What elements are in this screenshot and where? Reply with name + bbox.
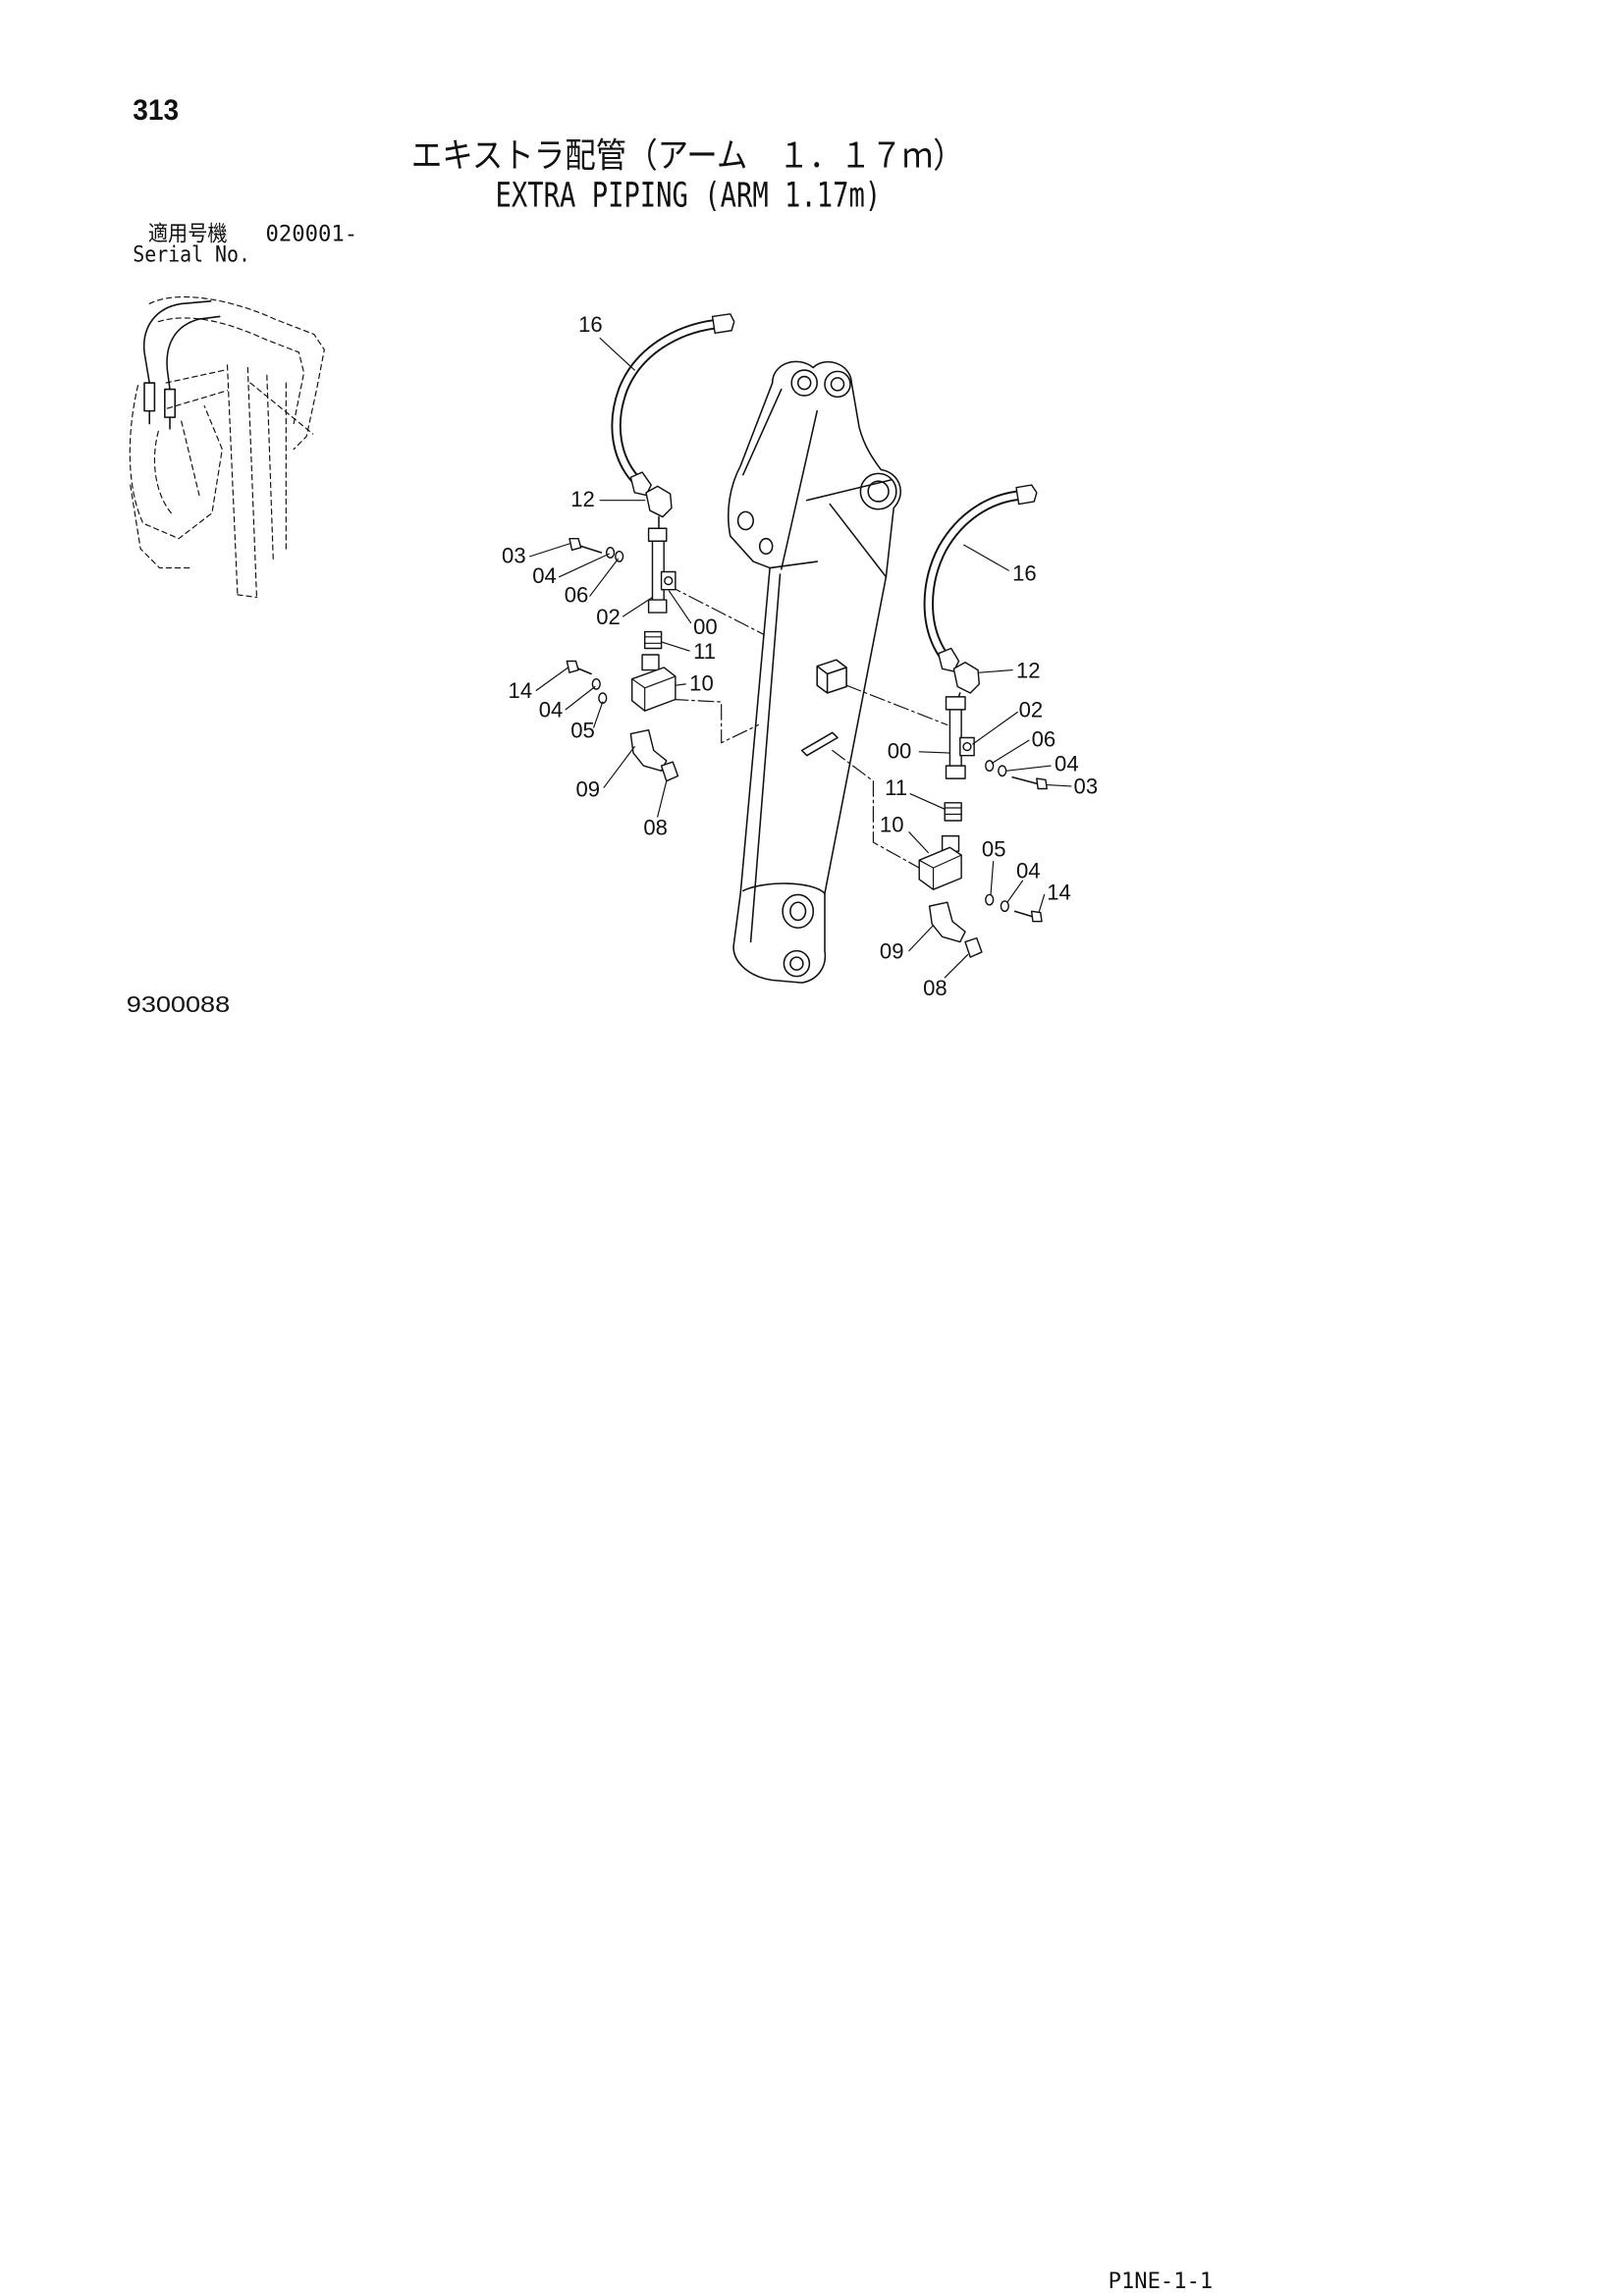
elbow-09-right	[928, 901, 966, 943]
callout-label: 16	[578, 312, 603, 337]
callout-label: 09	[880, 938, 904, 963]
callout-label: 06	[565, 583, 589, 608]
hose-16-left	[611, 313, 735, 497]
pipe-02-right	[945, 696, 966, 779]
pipe-02-left	[647, 527, 668, 614]
callout-label: 04	[1055, 751, 1079, 775]
plug-08-right	[964, 936, 983, 958]
callouts-right: 16 12 02 00 06 04 03 11 10 05 04 14 09 0…	[880, 561, 1098, 1001]
cylinder-pin-boss	[824, 370, 851, 399]
tee-00-right	[959, 736, 975, 757]
callout-label: 02	[1019, 698, 1044, 722]
cylinder-pin-boss	[790, 369, 818, 397]
fitting-11-right	[944, 802, 962, 822]
washer-04-right-upper	[998, 765, 1007, 777]
page-number: 313	[133, 94, 179, 127]
callout-label: 02	[596, 605, 621, 629]
page-code: P1NE-1-1	[1109, 2269, 1214, 2294]
callout-label: 09	[575, 776, 600, 801]
title-english: EXTRA PIPING (ARM 1.17m)	[496, 176, 882, 216]
bucket-pin-boss	[782, 893, 815, 930]
callout-label: 11	[693, 639, 716, 664]
tee-00-left	[660, 570, 677, 591]
bolt-14-left	[566, 660, 592, 675]
inset-extra-piping	[142, 300, 221, 430]
callout-label: 08	[923, 976, 947, 1000]
callout-label: 04	[532, 563, 557, 588]
arm-assembly	[728, 360, 901, 984]
callout-label: 05	[570, 718, 595, 742]
left-piping-assembly	[566, 313, 735, 782]
machine-overview-inset	[129, 295, 325, 599]
block-10-left	[630, 654, 677, 712]
right-piping-assembly	[918, 484, 1048, 958]
callout-label: 04	[539, 698, 564, 722]
callout-label: 00	[693, 614, 718, 639]
hose-16-right	[923, 484, 1038, 672]
bolt-03-left	[568, 537, 603, 554]
elbow-12-left	[645, 485, 673, 532]
mounting-reference-lines	[666, 583, 948, 869]
callout-label: 03	[502, 543, 526, 567]
bolt-03-right	[1011, 776, 1048, 790]
plug-08-left	[660, 761, 679, 782]
callout-label: 08	[643, 815, 668, 839]
leader-lines	[529, 337, 1072, 979]
callout-label: 10	[880, 813, 904, 837]
callout-label: 05	[982, 836, 1006, 861]
block-10-right	[918, 834, 962, 890]
callout-label: 16	[1012, 561, 1037, 586]
callout-label: 14	[509, 678, 533, 703]
elbow-12-right	[952, 662, 981, 701]
washer-05-right	[985, 893, 995, 906]
callout-label: 12	[1016, 658, 1041, 682]
serial-label-japanese: 適用号機	[148, 222, 228, 247]
callout-label: 10	[689, 670, 714, 695]
callout-label: 12	[570, 487, 595, 511]
title-japanese: エキストラ配管（アーム １．１７ｍ）	[411, 135, 964, 176]
callouts-left: 16 12 03 04 06 02 00 11 14 04 10 05 09 0…	[502, 312, 718, 839]
bolt-14-right	[1013, 910, 1043, 923]
washer-06-right	[985, 760, 995, 773]
serial-number: 020001-	[266, 222, 358, 247]
callout-label: 04	[1016, 859, 1041, 883]
mounting-boss-upper	[816, 659, 847, 694]
mounting-boss-lower	[800, 731, 839, 757]
link-pin-boss	[783, 949, 811, 978]
callout-label: 03	[1074, 774, 1099, 799]
boom-pin-boss	[859, 472, 897, 510]
figure-code: 9300088	[127, 991, 230, 1017]
elbow-09-left	[629, 728, 668, 773]
serial-label-english: Serial No.	[133, 242, 250, 268]
callout-label: 11	[885, 775, 907, 800]
washer-04-right-lower	[1000, 900, 1009, 913]
fitting-11-left	[643, 630, 663, 650]
callout-label: 14	[1047, 881, 1071, 905]
callout-label: 06	[1032, 727, 1056, 752]
callout-label: 00	[888, 738, 912, 763]
washer-04-left-upper	[605, 547, 616, 559]
